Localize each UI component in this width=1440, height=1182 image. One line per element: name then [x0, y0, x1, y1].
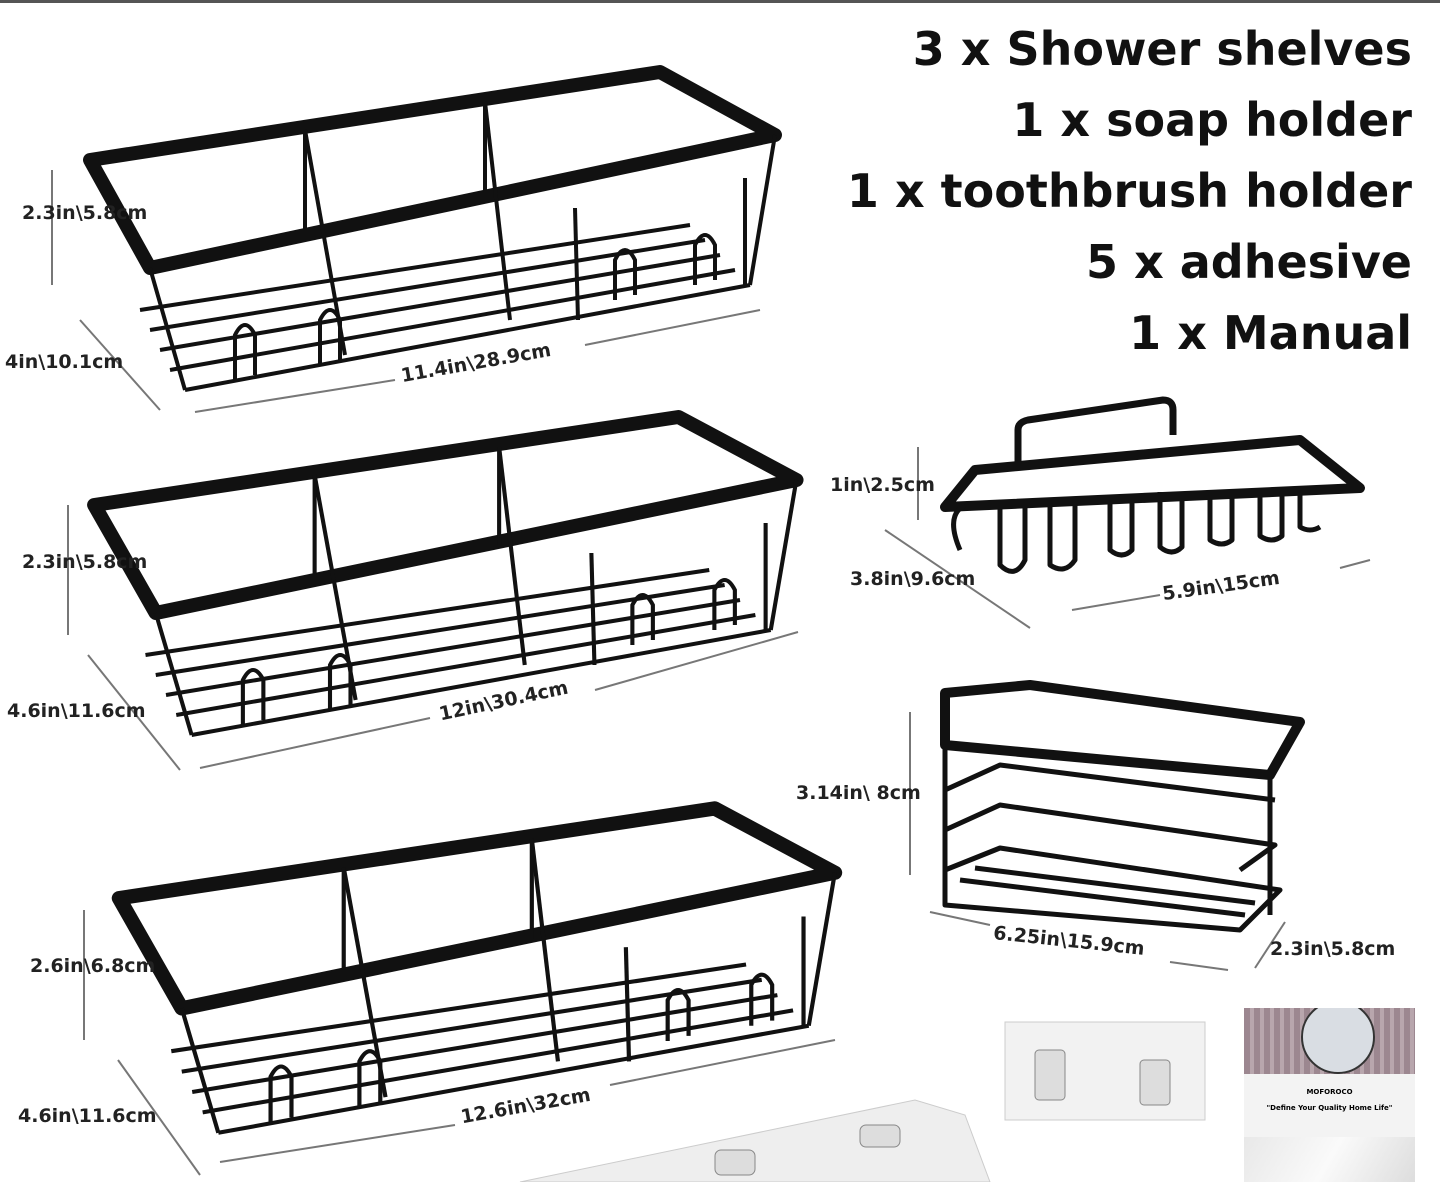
soap-depth-label: 3.8in\9.6cm [850, 568, 976, 590]
shelf3-height-label: 2.6in\6.8cm [30, 955, 156, 977]
shower-shelf-1 [90, 72, 775, 390]
top-border [0, 0, 1440, 3]
shelf1-depth-label: 4in\10.1cm [5, 351, 124, 373]
manual-cover-photo [1244, 1008, 1415, 1074]
toothbrush-depth-label: 2.3in\5.8cm [1270, 938, 1396, 960]
package-contents: 3 x Shower shelves 1 x soap holder 1 x t… [847, 14, 1412, 369]
soap-holder [940, 396, 1365, 574]
manual-slogan: "Define Your Quality Home Life" [1266, 1104, 1393, 1112]
manual-brand: MOFOROCO [1306, 1088, 1353, 1096]
contents-shelves: 3 x Shower shelves [912, 22, 1412, 76]
dimension-arrows [51, 170, 1371, 1176]
adhesive-strips [519, 1021, 1206, 1182]
contents-manual: 1 x Manual [1129, 306, 1412, 360]
contents-toothbrush-holder: 1 x toothbrush holder [846, 164, 1412, 218]
shower-shelf-2 [94, 417, 796, 735]
manual-booklet: MOFOROCO "Define Your Quality Home Life" [1244, 1008, 1415, 1182]
shelf2-height-label: 2.3in\5.8cm [22, 551, 148, 573]
shower-shelf-3 [119, 808, 835, 1132]
toothbrush-holder [940, 680, 1305, 933]
contents-soap-holder: 1 x soap holder [1012, 93, 1412, 147]
shelf1-height-label: 2.3in\5.8cm [22, 202, 148, 224]
contents-adhesive: 5 x adhesive [1086, 235, 1412, 289]
toothbrush-height-label: 3.14in\ 8cm [796, 782, 921, 804]
soap-height-label: 1in\2.5cm [830, 474, 935, 496]
shelf3-depth-label: 4.6in\11.6cm [18, 1105, 157, 1127]
shelf2-depth-label: 4.6in\11.6cm [7, 700, 146, 722]
